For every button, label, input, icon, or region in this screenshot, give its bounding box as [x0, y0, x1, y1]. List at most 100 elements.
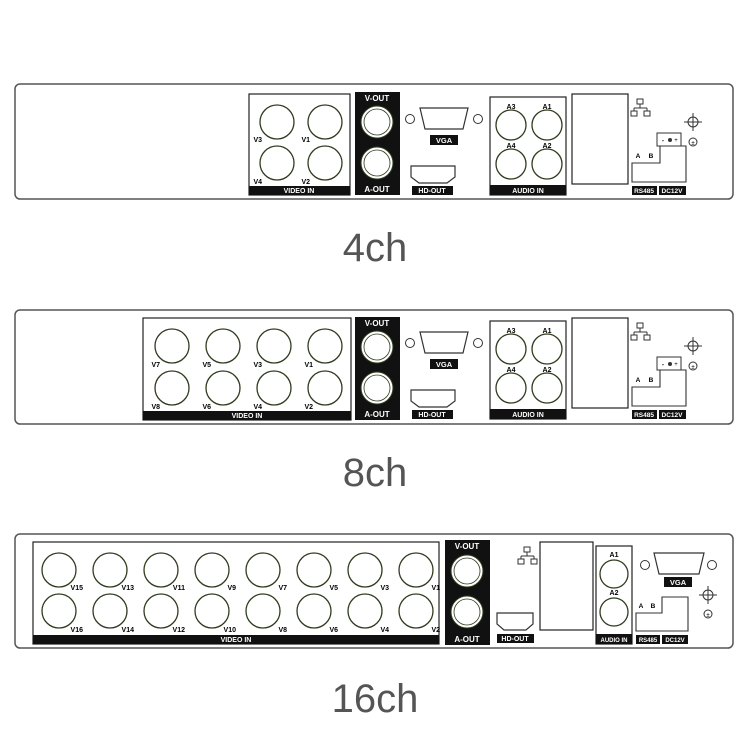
caption-8ch: 8ch	[343, 451, 408, 495]
bnc-connector-icon	[398, 593, 434, 629]
hdmi-port-icon	[496, 612, 534, 631]
terminal-label: A	[636, 377, 641, 384]
terminal-block	[631, 145, 687, 183]
svg-text:-: -	[662, 136, 665, 145]
audio-label: A1	[543, 104, 552, 111]
bnc-connector-icon	[363, 374, 391, 402]
vga-port-icon	[419, 107, 469, 130]
bnc-connector-icon	[92, 552, 128, 588]
bnc-connector-icon	[307, 145, 343, 181]
network-icon	[630, 98, 651, 117]
audio-label: A3	[507, 328, 516, 335]
video-in-label-bar	[143, 411, 351, 420]
audio-label: A3	[507, 104, 516, 111]
bnc-connector-icon	[453, 598, 481, 626]
video-in-label: VIDEO IN	[284, 188, 315, 195]
audio-in-label-bar	[490, 409, 566, 419]
svg-text:+: +	[674, 362, 678, 368]
screw-hole	[405, 114, 415, 124]
bnc-connector-icon	[92, 593, 128, 629]
video-in-label: VIDEO IN	[221, 637, 252, 644]
bnc-connector-icon	[245, 552, 281, 588]
screw-hole	[707, 560, 717, 570]
hd-out-label: HD-OUT	[501, 636, 529, 643]
fan-area	[571, 93, 629, 185]
video-label: V10	[224, 627, 237, 634]
bnc-connector-icon	[245, 593, 281, 629]
bnc-connector-icon	[259, 145, 295, 181]
audio-label: A2	[543, 367, 552, 374]
bnc-connector-icon	[360, 371, 394, 405]
bnc-connector-icon	[256, 370, 292, 406]
video-label: V6	[329, 627, 338, 634]
rs485-label: RS485	[634, 188, 654, 195]
bnc-connector-icon	[360, 330, 394, 364]
vga-label: VGA	[436, 360, 453, 369]
power-jack-icon: - + ±	[656, 356, 698, 371]
video-label: V2	[301, 179, 310, 186]
dc12v-label: DC12V	[665, 638, 684, 644]
fan-area	[539, 541, 594, 631]
video-label: V1	[304, 362, 313, 369]
video-label: V8	[151, 404, 160, 411]
bnc-connector-icon	[154, 370, 190, 406]
bnc-connector-icon	[531, 333, 563, 365]
hd-out-label-bar	[412, 186, 453, 195]
hd-out-label: HD-OUT	[418, 412, 446, 419]
rs485-label-bar	[632, 410, 657, 419]
bnc-connector-icon	[259, 104, 295, 140]
audio-in-label-bar	[596, 634, 632, 644]
bnc-connector-icon	[194, 593, 230, 629]
bnc-connector-icon	[453, 557, 481, 585]
terminal-block	[631, 369, 687, 407]
dc12v-label-bar	[659, 186, 686, 195]
fan-area	[571, 317, 629, 409]
video-label: V13	[122, 585, 135, 592]
video-in-label-bar	[249, 186, 350, 195]
screw-hole	[473, 114, 483, 124]
audio-in-label: AUDIO IN	[601, 638, 628, 644]
bnc-connector-icon	[531, 109, 563, 141]
a-out-label: A-OUT	[454, 635, 479, 644]
video-label: V7	[151, 362, 160, 369]
bnc-connector-icon	[296, 593, 332, 629]
svg-text:-: -	[662, 360, 665, 369]
power-jack-icon: ±	[703, 609, 713, 619]
caption-4ch: 4ch	[343, 226, 408, 270]
terminal-block	[635, 596, 689, 632]
video-label: V4	[380, 627, 389, 634]
dc12v-label-bar	[659, 410, 686, 419]
audio-in-label: AUDIO IN	[512, 412, 544, 419]
svg-text:±: ±	[691, 365, 695, 371]
bnc-connector-icon	[360, 105, 394, 139]
bnc-connector-icon	[495, 109, 527, 141]
screw-hole	[473, 338, 483, 348]
audio-in-label: AUDIO IN	[512, 188, 544, 195]
bnc-connector-icon	[41, 593, 77, 629]
audio-label: A2	[610, 590, 619, 597]
video-label: V3	[380, 585, 389, 592]
hd-out-label-bar	[497, 634, 534, 643]
bnc-connector-icon	[495, 333, 527, 365]
bnc-connector-icon	[495, 372, 527, 404]
video-label: V3	[253, 362, 262, 369]
vga-label-bar	[430, 135, 458, 145]
bnc-connector-icon	[531, 148, 563, 180]
bnc-connector-icon	[154, 328, 190, 364]
bnc-connector-icon	[599, 559, 629, 589]
bnc-connector-icon	[531, 372, 563, 404]
dc12v-label-bar	[662, 635, 688, 644]
audio-label: A4	[507, 367, 516, 374]
bnc-connector-icon	[307, 328, 343, 364]
bnc-connector-icon	[205, 370, 241, 406]
audio-label: A2	[543, 143, 552, 150]
vga-label-bar	[664, 577, 692, 587]
ground-icon	[699, 586, 717, 604]
network-icon	[517, 546, 538, 565]
video-label: V2	[431, 627, 440, 634]
svg-text:+: +	[674, 138, 678, 144]
bnc-connector-icon	[143, 552, 179, 588]
bnc-connector-icon	[398, 552, 434, 588]
